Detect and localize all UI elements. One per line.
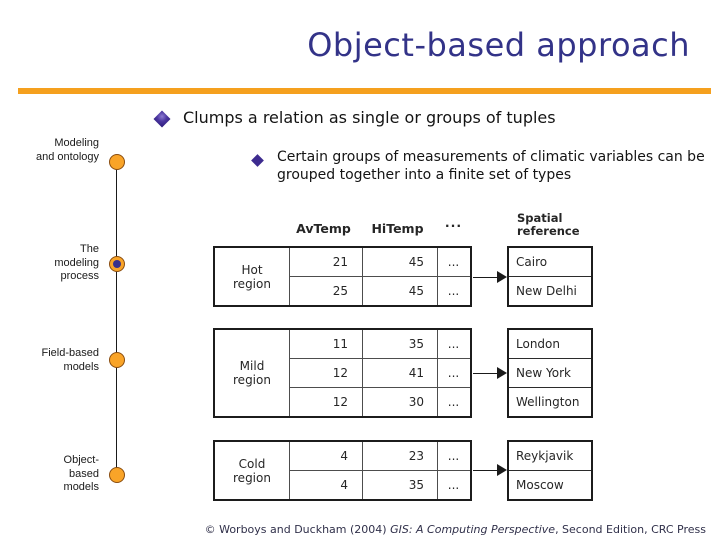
arrow-line: [473, 277, 500, 278]
page-title: Object-based approach: [307, 26, 690, 64]
col-header-avtemp: AvTemp: [296, 221, 351, 236]
table-cell: 25: [332, 284, 348, 298]
arrow-line: [473, 470, 500, 471]
arrow-head-icon: [497, 367, 507, 379]
region-label-mild: Mild region: [233, 359, 271, 387]
table-cell: 35: [408, 478, 424, 492]
footer-copyright: © Worboys and Duckham (2004): [204, 523, 391, 536]
spatial-ref-box-cold: Reykjavik Moscow: [507, 440, 593, 501]
relation-table-mild: Mild region 11 35 ... 12 41 ... 12 30 ..…: [213, 328, 472, 418]
timeline-dot-modeling-and-ontology[interactable]: [109, 154, 125, 170]
footer-citation: © Worboys and Duckham (2004) GIS: A Comp…: [205, 523, 706, 536]
bullet-level1-text: Clumps a relation as single or groups of…: [183, 108, 556, 127]
table-divider: [437, 330, 438, 416]
sidebar-item-object-based-models[interactable]: Object- based models: [63, 454, 99, 493]
table-cell: ...: [447, 395, 460, 409]
table-divider: [289, 276, 470, 277]
city-cell: Wellington: [516, 395, 580, 409]
relation-table-cold: Cold region 4 23 ... 4 35 ...: [213, 440, 472, 501]
table-divider: [289, 470, 470, 471]
timeline-dot-field-based-models[interactable]: [109, 352, 125, 368]
table-cell: 45: [408, 255, 424, 269]
arrow-head-icon: [497, 464, 507, 476]
col-header-spatial-reference: Spatial reference: [517, 211, 580, 238]
table-cell: ...: [447, 255, 460, 269]
table-cell: 21: [332, 255, 348, 269]
relation-table-hot: Hot region 21 45 ... 25 45 ...: [213, 246, 472, 307]
sub-bullet-diamond-icon: [251, 154, 264, 167]
city-cell: Reykjavik: [509, 442, 591, 471]
spatial-ref-box-hot: Cairo New Delhi: [507, 246, 593, 307]
city-cell: Cairo: [509, 248, 591, 277]
table-cell: 35: [408, 337, 424, 351]
table-cell: ...: [447, 366, 460, 380]
bullet-level2-text: Certain groups of measurements of climat…: [277, 149, 705, 183]
table-divider: [362, 330, 363, 416]
table-cell: ...: [447, 449, 460, 463]
table-cell: ...: [447, 284, 460, 298]
footer-edition-publisher: , Second Edition, CRC Press: [555, 523, 706, 536]
sidebar-item-field-based-models[interactable]: Field-based models: [41, 347, 99, 373]
title-underline-rule: [18, 88, 711, 94]
sidebar-item-modeling-and-ontology[interactable]: Modeling and ontology: [36, 137, 99, 163]
spatial-ref-box-mild: London New York Wellington: [507, 328, 593, 418]
table-cell: 12: [332, 366, 348, 380]
city-cell: London: [509, 330, 591, 359]
table-cell: 4: [340, 478, 348, 492]
table-cell: 4: [340, 449, 348, 463]
timeline-dot-the-modeling-process[interactable]: [109, 256, 125, 272]
bullet-diamond-icon: [153, 110, 171, 128]
table-divider: [289, 387, 470, 388]
table-cell: 11: [332, 337, 348, 351]
col-header-hitemp: HiTemp: [371, 221, 424, 236]
table-cell: 12: [332, 395, 348, 409]
sidebar-item-the-modeling-process[interactable]: The modeling process: [54, 243, 99, 282]
city-cell: Moscow: [516, 478, 564, 492]
table-divider: [289, 358, 470, 359]
timeline-connector-line: [116, 162, 117, 475]
col-header-ellipsis: ···: [444, 218, 463, 233]
table-divider: [289, 330, 290, 416]
table-cell: ...: [447, 478, 460, 492]
table-cell: 41: [408, 366, 424, 380]
region-label-hot: Hot region: [233, 262, 271, 291]
city-cell: New Delhi: [516, 284, 577, 298]
footer-book-title: GIS: A Computing Perspective: [390, 523, 556, 536]
region-label-cold: Cold region: [233, 456, 271, 485]
arrow-head-icon: [497, 271, 507, 283]
timeline-dot-object-based-models[interactable]: [109, 467, 125, 483]
table-cell: ...: [447, 337, 460, 351]
city-cell: New York: [509, 359, 591, 388]
active-dot-indicator: [113, 260, 121, 268]
table-cell: 30: [408, 395, 424, 409]
arrow-line: [473, 373, 500, 374]
table-cell: 45: [408, 284, 424, 298]
table-cell: 23: [408, 449, 424, 463]
